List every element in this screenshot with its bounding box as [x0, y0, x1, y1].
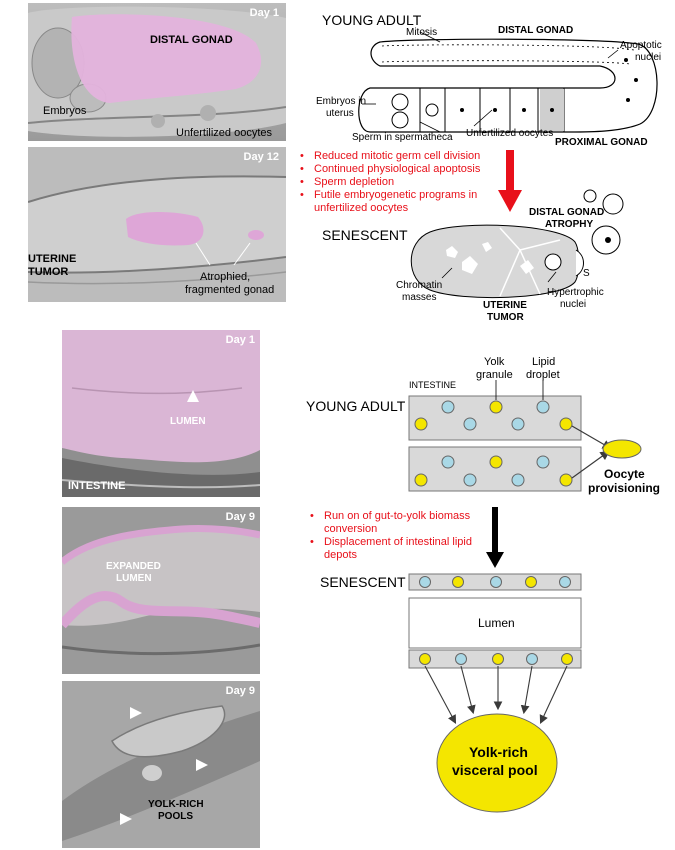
intestine-oocyte-label-2: provisioning — [588, 481, 660, 495]
gonad-mitosis-label: Mitosis — [406, 27, 438, 38]
panel2-fragmented-label: fragmented gonad — [185, 284, 275, 296]
young-gonad-shape — [358, 38, 658, 133]
panel1-distal-gonad-label: DISTAL GONAD — [150, 34, 233, 46]
young-intestine-top — [408, 395, 582, 441]
micrograph-intestine-day9-pools: Day 9 YOLK-RICH POOLS — [62, 681, 260, 848]
gonad-bullet-2: •Continued physiological apoptosis — [300, 163, 481, 175]
gonad-tumor-label-1: UTERINE — [483, 300, 527, 311]
gonad-proximal-label: PROXIMAL GONAD — [555, 137, 648, 148]
micrograph-intestine-day1: Day 1 LUMEN INTESTINE — [62, 330, 260, 497]
micrograph-gonad-day1: Day 1 DISTAL GONAD Embryos Unfertilized … — [28, 3, 286, 141]
panel2-tumor-label: TUMOR — [28, 266, 69, 278]
intestine-bullet-list: •Run on of gut-to-yolk biomass conversio… — [310, 510, 472, 562]
panel4-day-label: Day 9 — [225, 511, 255, 523]
micrograph-intestine-day9-pools-image — [62, 681, 260, 848]
micrograph-gonad-day12-image — [28, 147, 286, 302]
intestine-oocyte-label-1: Oocyte — [604, 467, 645, 481]
micrograph-gonad-day1-image — [28, 3, 286, 141]
panel2-day-label: Day 12 — [243, 151, 279, 163]
young-intestine-bottom — [408, 446, 582, 492]
panel3-lumen-label: LUMEN — [170, 416, 206, 427]
gonad-unfert-label: Unfertilized oocytes — [466, 128, 554, 139]
gonad-chromatin-label-1: Chromatin — [396, 280, 443, 291]
gonad-s-label: S — [583, 268, 590, 279]
gonad-tumor-label-2: TUMOR — [487, 312, 524, 323]
gonad-embryos-label-1: Embryos in — [316, 96, 367, 107]
intestine-senescent-title: SENESCENT — [320, 574, 406, 590]
yolk-flow-arrows — [424, 665, 568, 724]
intestine-young-title: YOUNG ADULT — [306, 398, 406, 414]
micrograph-intestine-day9-lumen: Day 9 EXPANDED LUMEN — [62, 507, 260, 674]
panel5-day-label: Day 9 — [225, 685, 255, 697]
red-down-arrow — [498, 150, 522, 212]
intestine-yolk-label-1: Yolk — [484, 356, 505, 368]
micrograph-gonad-day12: Day 12 UTERINE TUMOR Atrophied, fragment… — [28, 147, 286, 302]
intestine-bullet-2-cont: depots — [324, 549, 358, 561]
gonad-apoptotic-label-1: Apoptotic — [620, 40, 662, 51]
intestine-pool-label-2: visceral pool — [452, 762, 538, 778]
intestine-intestine-label: INTESTINE — [409, 380, 457, 390]
intestine-bullet-1-cont: conversion — [324, 523, 378, 535]
panel3-day-label: Day 1 — [225, 334, 255, 346]
panel3-intestine-label: INTESTINE — [68, 480, 126, 492]
oocyte-shape — [602, 439, 642, 459]
panel1-oocytes-label: Unfertilized oocytes — [176, 127, 272, 139]
gonad-atrophy-label-2: ATROPHY — [545, 219, 594, 230]
panel4-expanded-label: EXPANDED — [106, 561, 161, 572]
gonad-hyper-label-1: Hypertrophic — [547, 287, 604, 298]
gonad-senescent-title: SENESCENT — [322, 227, 408, 243]
micrograph-intestine-day1-image — [62, 330, 260, 497]
panel5-yolkrich-label: YOLK-RICH — [148, 799, 204, 810]
intestine-lipid-label-1: Lipid — [532, 356, 556, 368]
gonad-bullet-4-cont: unfertilized oocytes — [314, 202, 409, 214]
panel4-lumen-label: LUMEN — [116, 573, 152, 584]
gonad-bullet-1: •Reduced mitotic germ cell division — [300, 150, 481, 162]
gonad-sperm-label: Sperm in spermatheca — [352, 132, 453, 143]
gonad-distal-label: DISTAL GONAD — [498, 25, 574, 36]
gonad-young-title: YOUNG ADULT — [322, 12, 422, 28]
micrograph-intestine-day9-lumen-image — [62, 507, 260, 674]
gonad-apoptotic-label-2: nuclei — [635, 52, 662, 63]
gonad-chromatin-label-2: masses — [402, 292, 437, 303]
gonad-bullet-list: •Reduced mitotic germ cell division •Con… — [300, 150, 480, 215]
intestine-bullet-1: •Run on of gut-to-yolk biomass — [310, 510, 471, 522]
gonad-embryos-label-2: uterus — [326, 108, 354, 119]
intestine-lipid-label-2: droplet — [526, 369, 560, 381]
intestine-lumen-label: Lumen — [478, 616, 515, 630]
panel2-atrophied-label: Atrophied, — [200, 271, 251, 283]
panel5-pools-label: POOLS — [158, 811, 194, 822]
gonad-atrophy-label-1: DISTAL GONAD — [529, 207, 605, 218]
panel2-uterine-label: UTERINE — [28, 253, 77, 265]
black-down-arrow — [486, 507, 504, 568]
gonad-bullet-4: •Futile embryogenetic programs in — [300, 189, 478, 201]
intestine-pool-label-1: Yolk-rich — [469, 744, 528, 760]
intestine-yolk-label-2: granule — [476, 369, 513, 381]
panel1-day-label: Day 1 — [249, 7, 279, 19]
panel1-embryos-label: Embryos — [43, 105, 87, 117]
gonad-bullet-3: •Sperm depletion — [300, 176, 395, 188]
gonad-hyper-label-2: nuclei — [560, 299, 587, 310]
intestine-bullet-2: •Displacement of intestinal lipid — [310, 536, 472, 548]
